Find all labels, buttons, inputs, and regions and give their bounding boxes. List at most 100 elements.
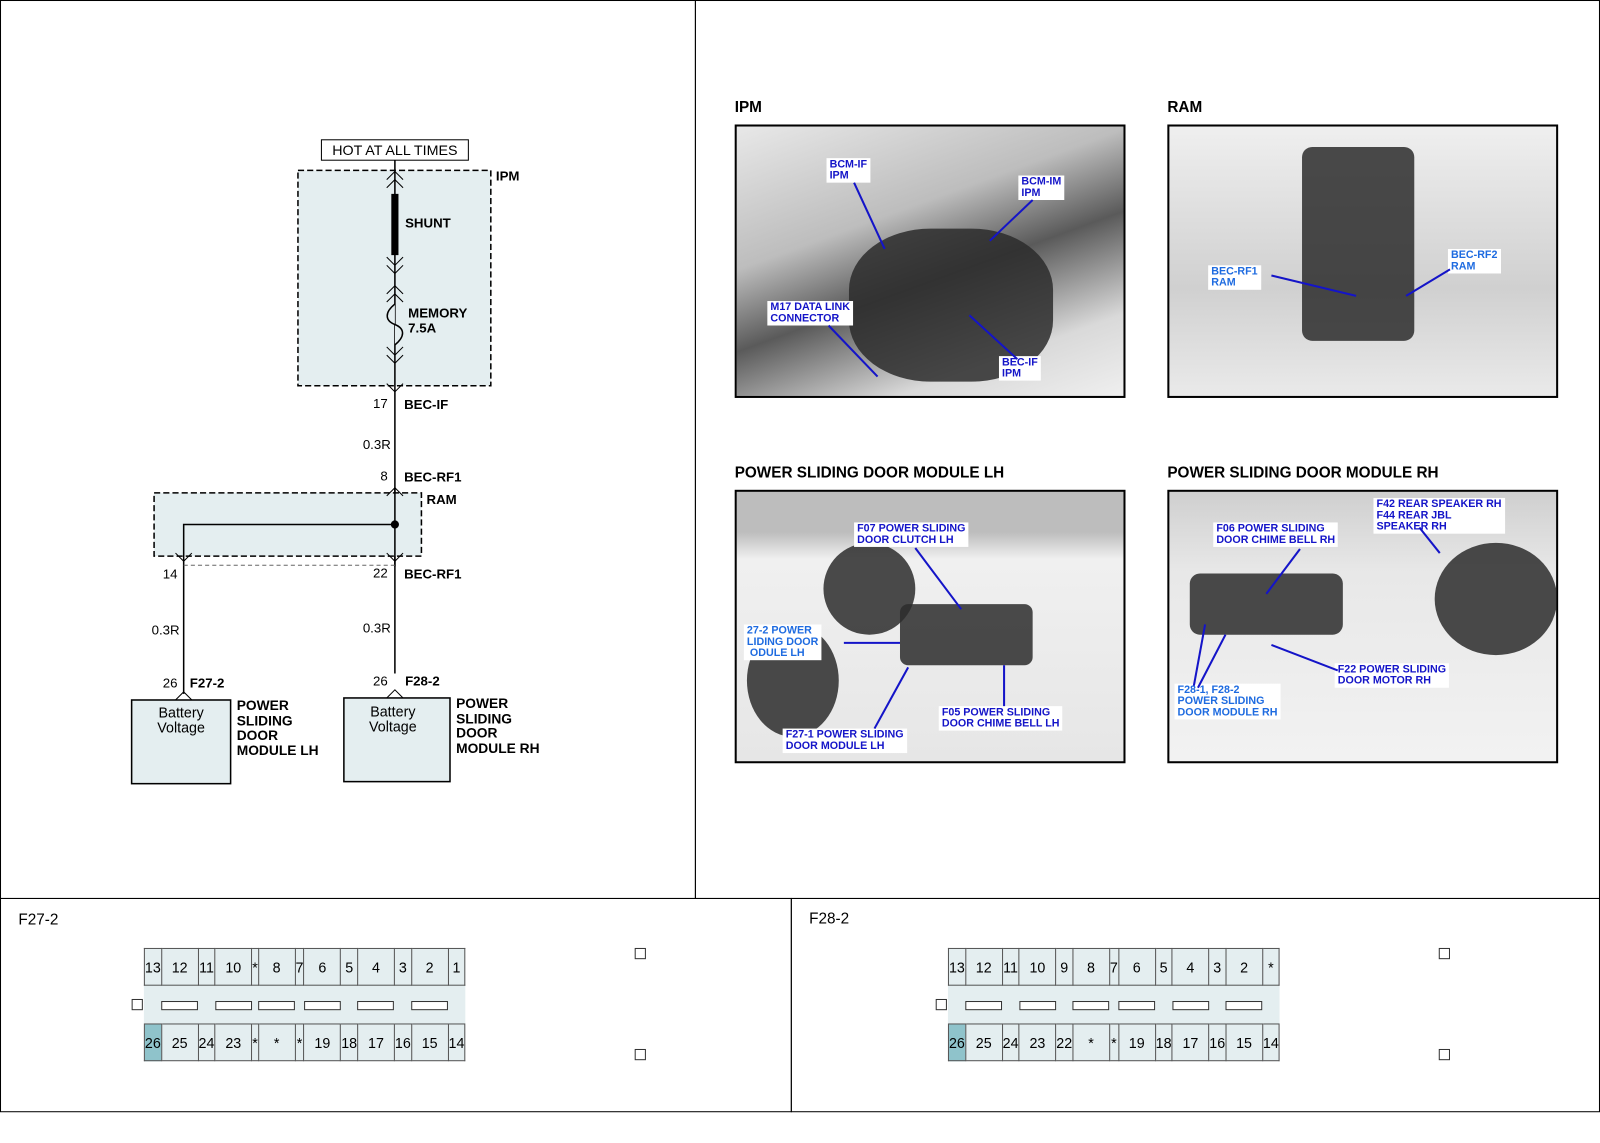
- photo-label: M17 DATA LINK CONNECTOR: [767, 301, 854, 326]
- latch-slot: [258, 1000, 296, 1010]
- photo-title-ipm: IPM: [734, 98, 762, 117]
- wire-color-rh: 0.3R: [363, 621, 391, 636]
- connector-pin: 16: [1208, 1023, 1227, 1062]
- photo-label: BEC-RF1 RAM: [1208, 265, 1261, 290]
- latch-slot: [1118, 1000, 1156, 1010]
- connector-pin: 25: [160, 1023, 199, 1062]
- connector-pin: 13: [143, 947, 162, 986]
- connector-pin: 14: [1261, 1023, 1280, 1062]
- photo-sliding-door-lh: F07 POWER SLIDING DOOR CLUTCH LH 27-2 PO…: [734, 489, 1126, 764]
- wire-color-lh: 0.3R: [152, 623, 180, 638]
- wire-color-label: 0.3R: [363, 437, 391, 452]
- connector-pin: 16: [393, 1023, 412, 1062]
- connector-pin: 2: [1225, 947, 1263, 986]
- connector-pin: 23: [1018, 1023, 1057, 1062]
- connector-tab: [634, 1048, 646, 1061]
- rh-battery-voltage: Battery Voltage: [369, 703, 417, 735]
- connector-pin: 24: [1001, 1023, 1020, 1062]
- photo-label: F22 POWER SLIDING DOOR MOTOR RH: [1334, 663, 1450, 688]
- latch-slot: [411, 1000, 449, 1010]
- connector-tab: [1438, 947, 1450, 960]
- pin-17: 17: [373, 396, 388, 411]
- ram-label: RAM: [427, 492, 457, 507]
- connector-pin: 19: [303, 1023, 342, 1062]
- connector-pin: 18: [340, 1023, 359, 1062]
- photo-label: F06 POWER SLIDING DOOR CHIME BELL RH: [1213, 522, 1339, 547]
- latch-slot: [357, 1000, 395, 1010]
- connector-pin: 26: [143, 1023, 162, 1062]
- connector-pin: 8: [257, 947, 296, 986]
- latch-slot: [303, 1000, 341, 1010]
- connector-pin: 22: [1055, 1023, 1074, 1062]
- connector-pin: 4: [357, 947, 395, 986]
- photo-title-sliding-door-rh: POWER SLIDING DOOR MODULE RH: [1167, 464, 1439, 482]
- connector-pin: 3: [1208, 947, 1227, 986]
- connector-pin: *: [294, 1023, 305, 1062]
- photo-label: F42 REAR SPEAKER RH F44 REAR JBL SPEAKER…: [1373, 497, 1505, 534]
- bec-if-connector-label: BEC-IF: [404, 397, 448, 412]
- connector-pin: 6: [303, 947, 342, 986]
- connector-pin: 17: [1171, 1023, 1210, 1062]
- lh-module-name: POWER SLIDING DOOR MODULE LH: [236, 697, 319, 758]
- connector-pin: 4: [1171, 947, 1210, 986]
- pin-14: 14: [163, 567, 178, 582]
- connector-pin: 3: [393, 947, 412, 986]
- connector-pin: 12: [160, 947, 199, 986]
- bec-rf1-label-bottom: BEC-RF1: [404, 567, 461, 582]
- hot-at-all-times-label: HOT AT ALL TIMES: [332, 143, 457, 159]
- lh-battery-voltage: Battery Voltage: [157, 704, 205, 736]
- fuse-name: MEMORY: [408, 305, 467, 320]
- pin-8: 8: [380, 469, 387, 484]
- connector-pin: 10: [1018, 947, 1057, 986]
- connector-pin: 11: [197, 947, 216, 986]
- connector-title-f28-2: F28-2: [809, 910, 850, 928]
- connector-pin: 8: [1072, 947, 1110, 986]
- connector-pin: 18: [1154, 1023, 1173, 1062]
- connector-pin: 25: [964, 1023, 1003, 1062]
- connector-pin: 6: [1117, 947, 1156, 986]
- connector-pin: 24: [197, 1023, 216, 1062]
- latch-slot: [1225, 1000, 1263, 1010]
- rh-module-name: POWER SLIDING DOOR MODULE RH: [456, 695, 540, 756]
- photo-label: F05 POWER SLIDING DOOR CHIME BELL LH: [938, 706, 1063, 731]
- latch-slot: [1019, 1000, 1056, 1010]
- connector-pin: 7: [1108, 947, 1119, 986]
- lh-connector-label: F27-2: [190, 676, 225, 691]
- connector-pin: 15: [1225, 1023, 1263, 1062]
- latch-slot: [1072, 1000, 1110, 1010]
- wiring-schematic: HOT AT ALL TIMES IPM SHUNT MEMORY 7.5A 1…: [130, 139, 520, 785]
- connector-panel-rh: [790, 897, 1600, 1113]
- connector-tab: [131, 998, 143, 1011]
- connector-pin: 26: [947, 1023, 966, 1062]
- connector-pin: 10: [214, 947, 253, 986]
- connector-pin: *: [251, 1023, 259, 1062]
- connector-pin: *: [1108, 1023, 1119, 1062]
- connector-pin: 12: [964, 947, 1003, 986]
- photo-label: 27-2 POWER LIDING DOOR ODULE LH: [743, 624, 822, 661]
- connector-title-f27-2: F27-2: [18, 911, 59, 929]
- connector-pin: 7: [294, 947, 305, 986]
- connector-pin: 17: [357, 1023, 395, 1062]
- photo-label: BEC-IF IPM: [998, 356, 1041, 381]
- connector-pin: 11: [1001, 947, 1020, 986]
- photo-label: F27-1 POWER SLIDING DOOR MODULE LH: [782, 728, 907, 754]
- rh-pin-26: 26: [373, 674, 388, 689]
- connector-pin: 14: [447, 1023, 466, 1062]
- connector-pin: 2: [410, 947, 449, 986]
- connector-tab: [935, 998, 947, 1011]
- connector-pin: *: [257, 1023, 296, 1062]
- connector-pin: 13: [947, 947, 966, 986]
- photo-label: F28-1, F28-2 POWER SLIDING DOOR MODULE R…: [1174, 683, 1281, 720]
- ipm-label: IPM: [496, 169, 520, 184]
- connector-pin: *: [1072, 1023, 1110, 1062]
- connector-pin: 15: [410, 1023, 449, 1062]
- connector-pin: 5: [340, 947, 359, 986]
- fuse-rating: 7.5A: [408, 321, 436, 336]
- photo-ipm: BCM-IF IPM BCM-IM IPM M17 DATA LINK CONN…: [734, 124, 1126, 398]
- latch-slot: [214, 1000, 252, 1010]
- connector-pin: 5: [1154, 947, 1173, 986]
- photo-label: BCM-IF IPM: [826, 158, 871, 183]
- photo-ram: BEC-RF1 RAM BEC-RF2 RAM: [1167, 124, 1559, 398]
